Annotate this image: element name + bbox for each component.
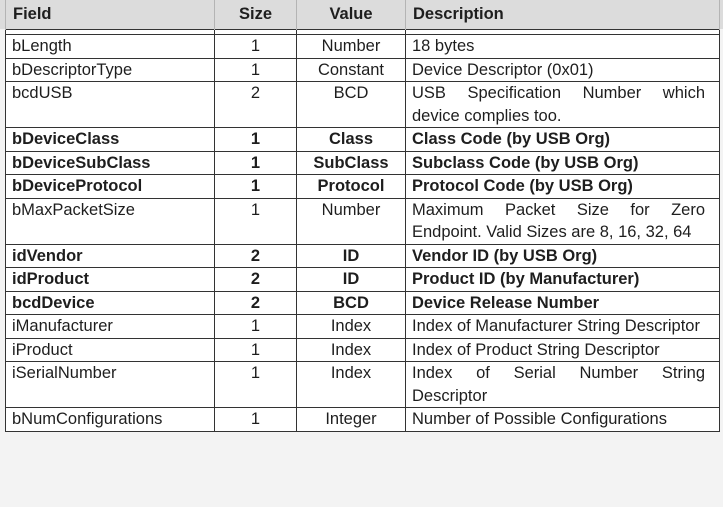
- size-cell: 1: [214, 361, 297, 408]
- description-cell: Device Release Number: [405, 290, 720, 315]
- field-cell: idProduct: [5, 267, 215, 292]
- size-cell: 1: [214, 337, 297, 362]
- header-spacer: [5, 29, 720, 35]
- value-cell: Number: [296, 197, 406, 245]
- field-cell: bDeviceSubClass: [5, 150, 215, 175]
- size-cell: 1: [214, 34, 297, 59]
- field-cell: iProduct: [5, 337, 215, 362]
- field-cell: iSerialNumber: [5, 361, 215, 408]
- field-cell: bDeviceClass: [5, 127, 215, 152]
- description-cell: Index of Serial Number String Descriptor: [405, 361, 720, 408]
- field-cell: bDescriptorType: [5, 57, 215, 82]
- field-cell: bDeviceProtocol: [5, 174, 215, 199]
- value-cell: SubClass: [296, 150, 406, 175]
- description-cell: Protocol Code (by USB Org): [405, 174, 720, 199]
- size-cell: 2: [214, 267, 297, 292]
- field-cell: bcdDevice: [5, 290, 215, 315]
- description-cell: Number of Possible Configurations: [405, 407, 720, 432]
- description-cell: Vendor ID (by USB Org): [405, 243, 720, 268]
- description-cell: Device Descriptor (0x01): [405, 57, 720, 82]
- field-cell: bcdUSB: [5, 81, 215, 128]
- description-cell: USB Specification Number which device co…: [405, 81, 720, 128]
- value-cell: Number: [296, 34, 406, 59]
- value-cell: ID: [296, 267, 406, 292]
- value-cell: Index: [296, 337, 406, 362]
- value-cell: Integer: [296, 407, 406, 432]
- value-cell: BCD: [296, 81, 406, 128]
- header-description: Description: [405, 0, 720, 30]
- description-cell: Index of Product String Descriptor: [405, 337, 720, 362]
- size-cell: 1: [214, 407, 297, 432]
- size-cell: 2: [214, 290, 297, 315]
- value-cell: Index: [296, 314, 406, 339]
- value-cell: ID: [296, 243, 406, 268]
- size-cell: 1: [214, 150, 297, 175]
- size-cell: 1: [214, 127, 297, 152]
- field-cell: idVendor: [5, 243, 215, 268]
- size-cell: 1: [214, 197, 297, 245]
- size-cell: 1: [214, 314, 297, 339]
- description-cell: 18 bytes: [405, 34, 720, 59]
- size-cell: 1: [214, 174, 297, 199]
- description-cell: Index of Manufacturer String Descriptor: [405, 314, 720, 339]
- value-cell: BCD: [296, 290, 406, 315]
- description-cell: Maximum Packet Size for Zero Endpoint. V…: [405, 197, 720, 245]
- field-cell: bMaxPacketSize: [5, 197, 215, 245]
- header-field: Field: [5, 0, 215, 30]
- header-value: Value: [296, 0, 406, 30]
- size-cell: 2: [214, 243, 297, 268]
- field-cell: iManufacturer: [5, 314, 215, 339]
- field-cell: bLength: [5, 34, 215, 59]
- field-cell: bNumConfigurations: [5, 407, 215, 432]
- description-cell: Product ID (by Manufacturer): [405, 267, 720, 292]
- value-cell: Index: [296, 361, 406, 408]
- description-cell: Class Code (by USB Org): [405, 127, 720, 152]
- value-cell: Protocol: [296, 174, 406, 199]
- value-cell: Constant: [296, 57, 406, 82]
- header-size: Size: [214, 0, 297, 30]
- size-cell: 2: [214, 81, 297, 128]
- description-cell: Subclass Code (by USB Org): [405, 150, 720, 175]
- value-cell: Class: [296, 127, 406, 152]
- size-cell: 1: [214, 57, 297, 82]
- table-header-row: Field Size Value Description: [5, 0, 720, 30]
